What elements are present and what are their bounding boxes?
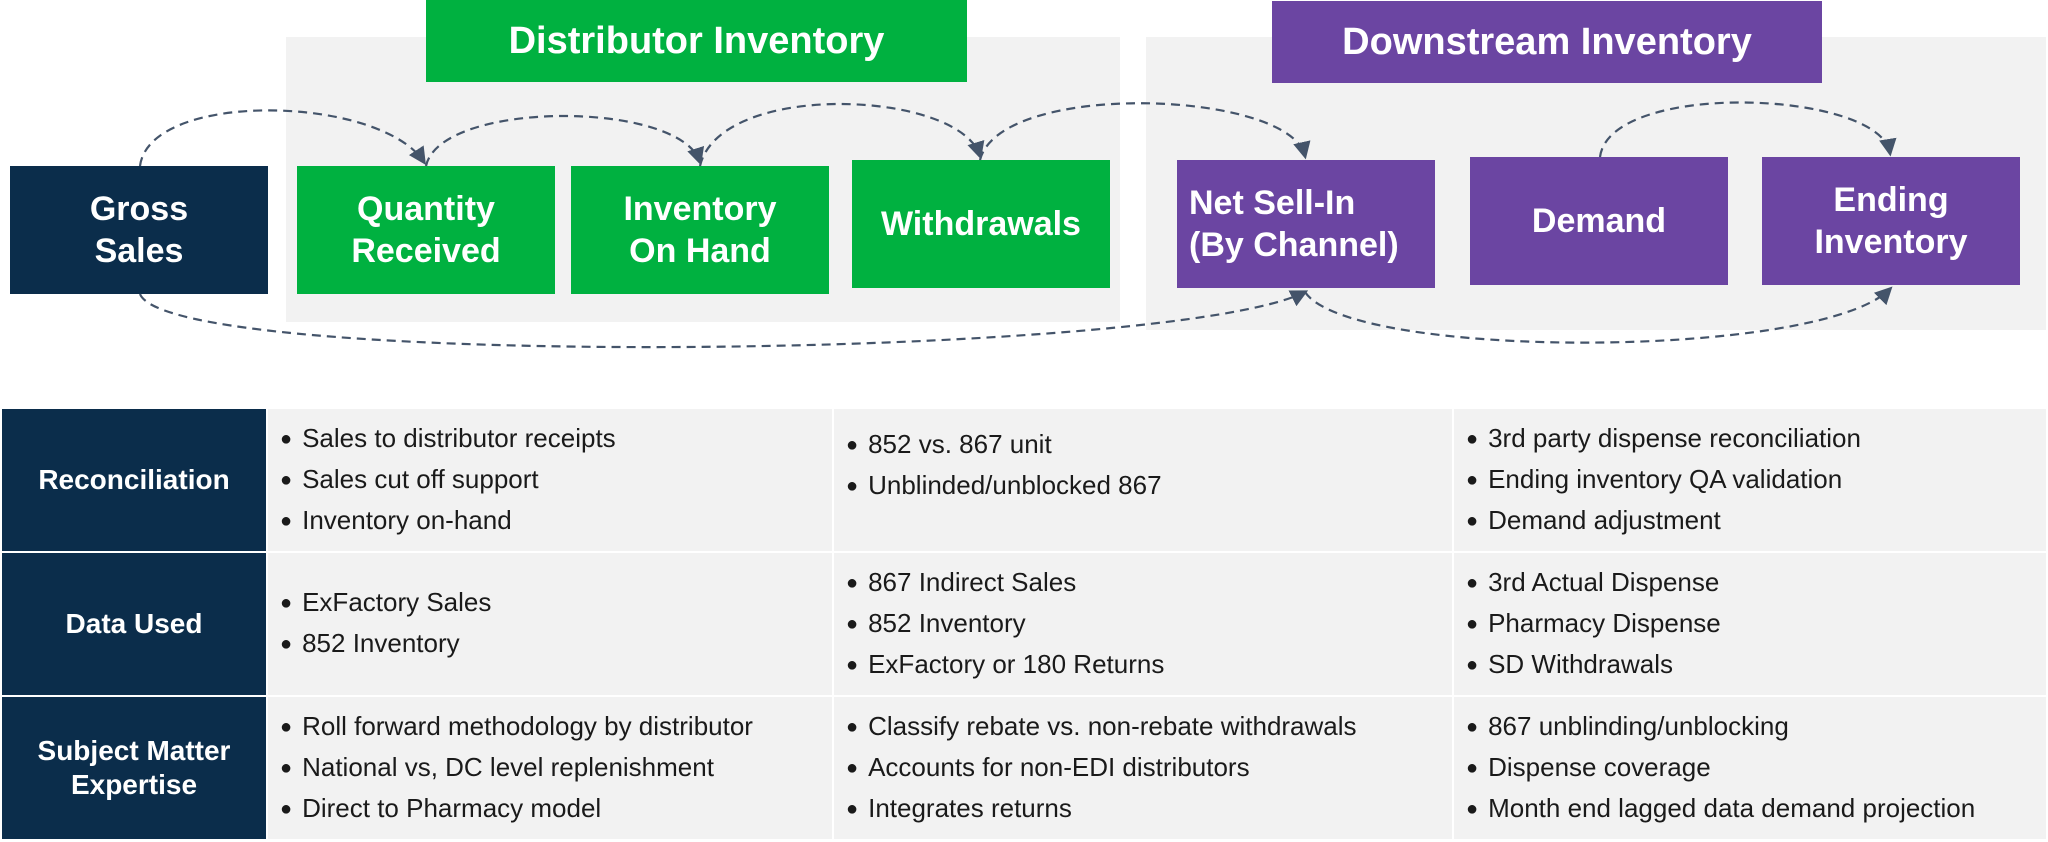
flow-arrows bbox=[138, 101, 1897, 349]
cell-reconciliation-downstream: 3rd party dispense reconciliation Ending… bbox=[1454, 409, 2046, 551]
distributor-inventory-banner: Distributor Inventory bbox=[426, 0, 967, 82]
list-item: 3rd Actual Dispense bbox=[1466, 563, 2046, 604]
list-item: Unblinded/unblocked 867 bbox=[846, 466, 1452, 507]
list-item: SD Withdrawals bbox=[1466, 645, 2046, 686]
list-item: Pharmacy Dispense bbox=[1466, 604, 2046, 645]
cell-data-used-downstream: 3rd Actual Dispense Pharmacy Dispense SD… bbox=[1454, 553, 2046, 695]
cell-expertise-withdrawals: Classify rebate vs. non-rebate withdrawa… bbox=[834, 697, 1452, 839]
list-item: 867 Indirect Sales bbox=[846, 563, 1452, 604]
list-item: 3rd party dispense reconciliation bbox=[1466, 419, 2046, 460]
list-item: Roll forward methodology by distributor bbox=[280, 707, 832, 748]
list-item: 852 Inventory bbox=[280, 624, 832, 665]
list-item: ExFactory or 180 Returns bbox=[846, 645, 1452, 686]
cell-reconciliation-distributor: Sales to distributor receipts Sales cut … bbox=[268, 409, 832, 551]
list-item: 867 unblinding/unblocking bbox=[1466, 707, 2046, 748]
downstream-inventory-banner: Downstream Inventory bbox=[1272, 1, 1822, 83]
cell-expertise-downstream: 867 unblinding/unblocking Dispense cover… bbox=[1454, 697, 2046, 839]
arrow-quantity-to-inventory bbox=[424, 114, 704, 167]
list-item: 852 vs. 867 unit bbox=[846, 425, 1452, 466]
row-header-subject-matter-expertise: Subject Matter Expertise bbox=[2, 697, 266, 839]
cell-expertise-distributor: Roll forward methodology by distributor … bbox=[268, 697, 832, 839]
list-item: Ending inventory QA validation bbox=[1466, 460, 2046, 501]
net-sell-in-box: Net Sell-In (By Channel) bbox=[1177, 160, 1435, 288]
inventory-on-hand-box: Inventory On Hand bbox=[571, 166, 829, 294]
arrow-withdrawals-to-netsellin bbox=[978, 102, 1311, 161]
list-item: Inventory on-hand bbox=[280, 501, 832, 542]
demand-box: Demand bbox=[1470, 157, 1728, 285]
arrow-inventory-to-withdrawals bbox=[698, 102, 985, 167]
list-item: 852 Inventory bbox=[846, 604, 1452, 645]
list-item: ExFactory Sales bbox=[280, 583, 832, 624]
list-item: Integrates returns bbox=[846, 789, 1452, 830]
row-header-data-used: Data Used bbox=[2, 553, 266, 695]
quantity-received-box: Quantity Received bbox=[297, 166, 555, 294]
ending-inventory-box: Ending Inventory bbox=[1762, 157, 2020, 285]
gross-sales-box: Gross Sales bbox=[10, 166, 268, 294]
list-item: Direct to Pharmacy model bbox=[280, 789, 832, 830]
list-item: Classify rebate vs. non-rebate withdrawa… bbox=[846, 707, 1452, 748]
list-item: Accounts for non-EDI distributors bbox=[846, 748, 1452, 789]
list-item: Demand adjustment bbox=[1466, 501, 2046, 542]
list-item: Month end lagged data demand projection bbox=[1466, 789, 2046, 830]
withdrawals-box: Withdrawals bbox=[852, 160, 1110, 288]
cell-data-used-withdrawals: 867 Indirect Sales 852 Inventory ExFacto… bbox=[834, 553, 1452, 695]
cell-data-used-distributor: ExFactory Sales 852 Inventory bbox=[268, 553, 832, 695]
list-item: Dispense coverage bbox=[1466, 748, 2046, 789]
list-item: Sales cut off support bbox=[280, 460, 832, 501]
arrow-demand-to-ending bbox=[1598, 101, 1897, 158]
list-item: Sales to distributor receipts bbox=[280, 419, 832, 460]
list-item: National vs, DC level replenishment bbox=[280, 748, 832, 789]
arrow-netsellin-to-ending bbox=[1304, 286, 1893, 344]
arrow-gross-to-quantity bbox=[138, 109, 426, 167]
arrow-gross-to-netsellin bbox=[138, 290, 1309, 349]
cell-reconciliation-withdrawals: 852 vs. 867 unit Unblinded/unblocked 867 bbox=[834, 409, 1452, 551]
row-header-reconciliation: Reconciliation bbox=[2, 409, 266, 551]
